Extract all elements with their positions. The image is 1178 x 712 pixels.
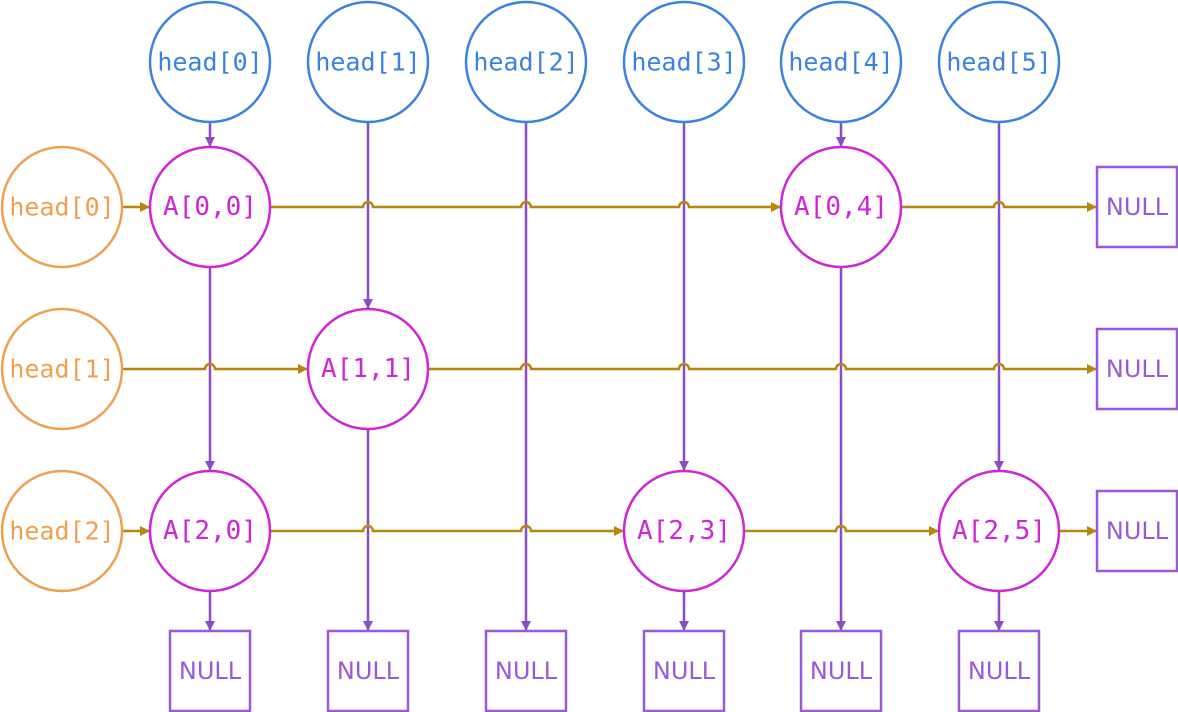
row-head-circle [0,307,124,431]
row-null-box-2: NULL [1095,489,1178,573]
null-box-rect [642,629,726,712]
column-head-5: head[5] [937,0,1061,124]
matrix-node-2-0: A[2,0] [148,469,272,593]
row-links [122,200,1097,536]
row-head-0: head[0] [0,145,124,269]
row-link-arrow [901,200,1097,212]
column-head-circle [937,0,1061,124]
null-box-label: NULL [1106,355,1169,383]
null-box-label: NULL [1106,517,1169,545]
matrix-node-circle [148,145,272,269]
row-head-circle [0,145,124,269]
matrix-node-0-0: A[0,0] [148,145,272,269]
matrix-node-0-4: A[0,4] [779,145,903,269]
column-null-box-0: NULL [168,629,252,712]
matrix-node-label: A[2,0] [163,516,257,546]
null-box-rect [1095,489,1178,573]
matrix-node-label: A[1,1] [321,354,415,384]
matrix-node-circle [148,469,272,593]
row-link-arrow [744,524,939,536]
null-box-rect [1095,165,1178,249]
column-head-circle [306,0,430,124]
row-head-2: head[2] [0,469,124,593]
matrix-node-label: A[2,5] [952,516,1046,546]
null-box-label: NULL [1106,193,1169,221]
null-box-rect [484,629,568,712]
matrix-node-circle [306,307,430,431]
column-null-box-4: NULL [799,629,883,712]
matrix-node-circle [622,469,746,593]
column-head-label: head[2] [473,48,578,77]
row-link-arrow [270,524,624,536]
row-head-1: head[1] [0,307,124,431]
matrix-node-2-3: A[2,3] [622,469,746,593]
column-head-2: head[2] [464,0,588,124]
null-box-label: NULL [495,657,558,685]
row-null-box-1: NULL [1095,327,1178,411]
matrix-node-2-5: A[2,5] [937,469,1061,593]
row-link-arrow [270,200,781,212]
row-head-label: head[1] [9,355,114,384]
null-box-rect [326,629,410,712]
column-null-box-5: NULL [957,629,1041,712]
matrix-node-label: A[2,3] [637,516,731,546]
null-box-label: NULL [968,657,1031,685]
null-box-label: NULL [653,657,716,685]
column-head-circle [622,0,746,124]
null-box-rect [799,629,883,712]
matrix-node-label: A[0,4] [794,192,888,222]
row-head-circle [0,469,124,593]
matrix-node-circle [779,145,903,269]
column-head-label: head[0] [157,48,262,77]
matrix-node-circle [937,469,1061,593]
null-box-rect [1095,327,1178,411]
column-head-label: head[1] [315,48,420,77]
column-head-0: head[0] [148,0,272,124]
row-head-label: head[0] [9,193,114,222]
null-box-rect [168,629,252,712]
column-head-label: head[5] [946,48,1051,77]
column-head-label: head[4] [788,48,893,77]
null-box-label: NULL [337,657,400,685]
column-head-circle [148,0,272,124]
row-null-box-0: NULL [1095,165,1178,249]
matrix-node-1-1: A[1,1] [306,307,430,431]
column-head-1: head[1] [306,0,430,124]
matrix-node-label: A[0,0] [163,192,257,222]
column-head-3: head[3] [622,0,746,124]
column-null-box-3: NULL [642,629,726,712]
column-links [205,122,1004,631]
column-head-circle [779,0,903,124]
null-box-label: NULL [179,657,242,685]
column-head-label: head[3] [631,48,736,77]
column-null-box-2: NULL [484,629,568,712]
row-head-label: head[2] [9,517,114,546]
column-null-box-1: NULL [326,629,410,712]
row-link-arrow [122,362,308,374]
null-box-label: NULL [810,657,873,685]
column-head-4: head[4] [779,0,903,124]
row-link-arrow [428,362,1097,374]
column-head-circle [464,0,588,124]
null-box-rect [957,629,1041,712]
